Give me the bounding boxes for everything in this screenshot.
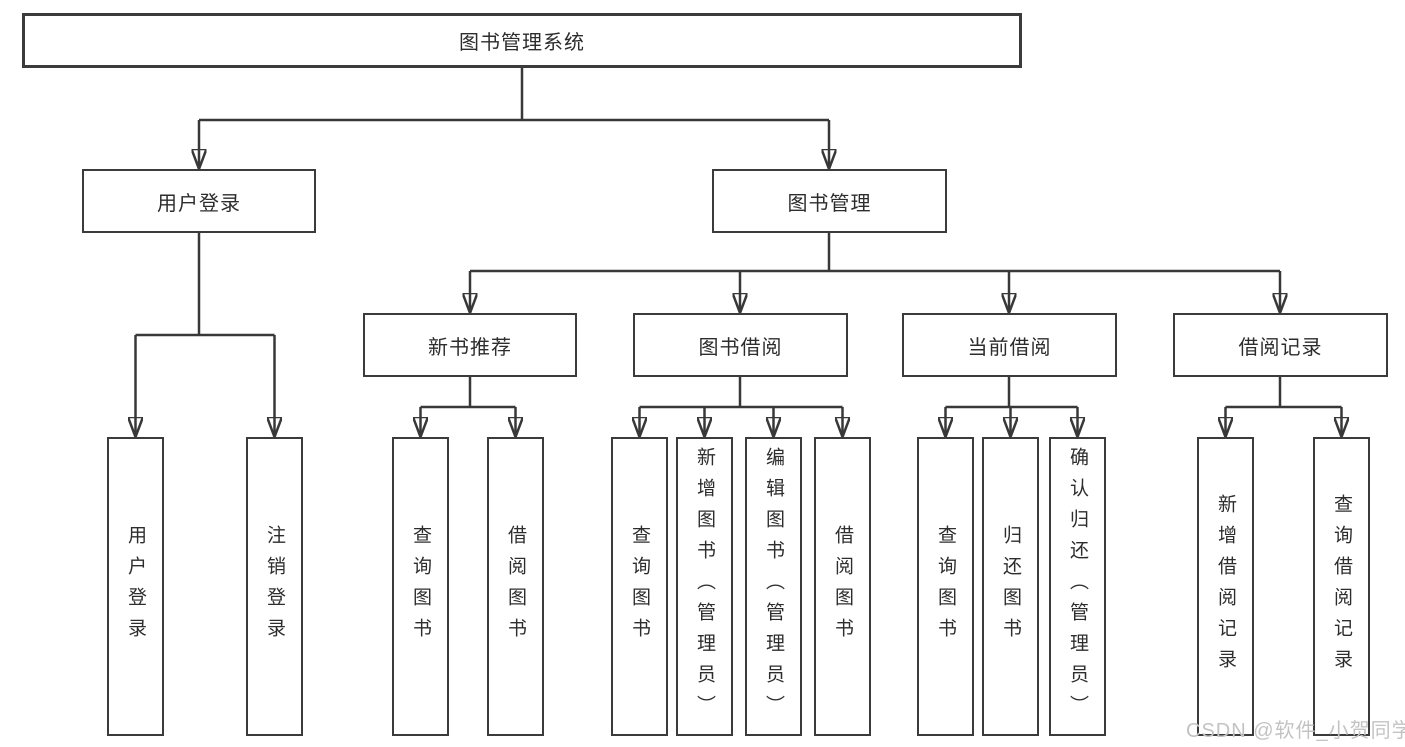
leaf-return-books: 归还图书 (982, 437, 1039, 736)
edges-new-book-recommendation-children (421, 377, 516, 436)
leaf-query-borrow-record: 查询借阅记录 (1313, 437, 1370, 736)
node-label: 确认归还（管理员） (1067, 447, 1088, 726)
leaf-borrow-books-borrow: 借阅图书 (814, 437, 871, 736)
node-new-book-recommendation: 新书推荐 (363, 313, 577, 377)
node-label: 查询图书 (629, 524, 650, 649)
node-label: 图书管理系统 (459, 32, 585, 54)
node-label: 注销登录 (264, 524, 285, 649)
edges-user-login-children (136, 233, 275, 436)
node-label: 借阅图书 (832, 524, 853, 649)
leaf-add-books-admin: 新增图书（管理员） (676, 437, 733, 736)
node-label: 当前借阅 (967, 336, 1052, 359)
leaf-add-borrow-record: 新增借阅记录 (1197, 437, 1254, 736)
edges-current-borrowing-children (946, 377, 1078, 436)
node-user-login: 用户登录 (82, 169, 316, 233)
edges-borrowing-records-children (1226, 377, 1342, 436)
leaf-borrow-books-recommend: 借阅图书 (487, 437, 544, 736)
node-label: 图书管理 (787, 192, 872, 215)
node-label: 用户登录 (125, 524, 146, 649)
leaf-query-books-current: 查询图书 (917, 437, 974, 736)
leaf-query-books-borrow: 查询图书 (611, 437, 668, 736)
leaf-logout: 注销登录 (246, 437, 303, 736)
node-book-management: 图书管理 (712, 169, 947, 233)
watermark: CSDN @软件_小贺同学 (1186, 720, 1405, 742)
node-label: 新增图书（管理员） (694, 447, 715, 726)
node-library-system: 图书管理系统 (22, 13, 1022, 68)
node-label: 编辑图书（管理员） (763, 447, 784, 726)
leaf-confirm-return-admin: 确认归还（管理员） (1049, 437, 1106, 736)
node-label: 新增借阅记录 (1215, 493, 1236, 680)
node-borrowing-records: 借阅记录 (1173, 313, 1388, 377)
node-label: 查询借阅记录 (1331, 493, 1352, 680)
node-label: 归还图书 (1000, 524, 1021, 649)
edges-root-to-level2 (199, 68, 829, 168)
node-label: 图书借阅 (698, 336, 783, 359)
edges-book-borrowing-children (640, 377, 843, 436)
leaf-user-login: 用户登录 (107, 437, 164, 736)
node-current-borrowing: 当前借阅 (902, 313, 1117, 377)
node-book-borrowing: 图书借阅 (633, 313, 848, 377)
node-label: 用户登录 (157, 192, 241, 215)
node-label: 查询图书 (935, 524, 956, 649)
node-label: 新书推荐 (428, 336, 512, 359)
leaf-query-books-recommend: 查询图书 (392, 437, 449, 736)
node-label: 借阅图书 (505, 524, 526, 649)
leaf-edit-books-admin: 编辑图书（管理员） (745, 437, 802, 736)
node-label: 借阅记录 (1238, 336, 1323, 359)
edges-book-management-children (470, 233, 1280, 312)
node-label: 查询图书 (410, 524, 431, 649)
